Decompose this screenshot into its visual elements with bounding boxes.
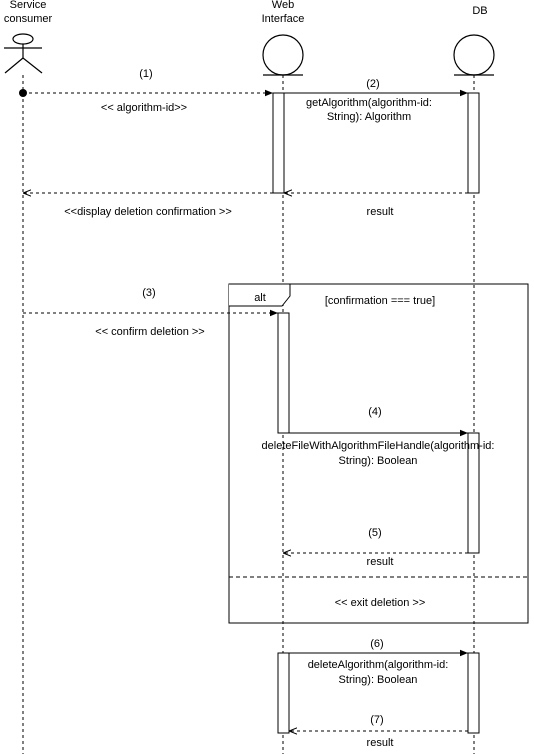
message-3-number: (3) xyxy=(142,287,155,299)
message-1-number: (1) xyxy=(139,68,152,80)
message-4-label-line1: deleteFileWithAlgorithmFileHandle(algori… xyxy=(262,440,495,452)
alt-operator-tab xyxy=(229,283,291,307)
entity-icon xyxy=(453,34,495,76)
db-activation-bar xyxy=(467,432,480,554)
message-6-number: (6) xyxy=(370,638,383,650)
message-5-label: result xyxy=(367,556,394,568)
message-7[interactable]: (7) result xyxy=(289,714,468,749)
web-interface-label-line2: Interface xyxy=(262,13,305,25)
consumer-participant[interactable]: Service consumer xyxy=(4,0,53,74)
db-activation-bar xyxy=(467,92,480,194)
db-label: DB xyxy=(472,5,487,17)
alt-guard-label: [confirmation === true] xyxy=(325,295,435,307)
message-4[interactable]: (4) deleteFileWithAlgorithmFileHandle(al… xyxy=(262,406,495,467)
web-interface-participant[interactable]: Web Interface xyxy=(262,0,305,76)
consumer-label-line2: consumer xyxy=(4,13,53,25)
entity-icon xyxy=(262,34,304,76)
message-4-label-line2: String): Boolean xyxy=(339,455,418,467)
actor-icon xyxy=(4,33,43,74)
message-7-number: (7) xyxy=(370,714,383,726)
return-db-result[interactable]: result xyxy=(284,193,468,218)
message-2-number: (2) xyxy=(366,78,379,90)
alt-else-label: << exit deletion >> xyxy=(335,597,426,609)
alt-fragment[interactable]: alt [confirmation === true] << exit dele… xyxy=(228,283,529,624)
alt-fragment-frame xyxy=(228,283,529,624)
db-participant[interactable]: DB xyxy=(453,5,495,76)
message-2[interactable]: (2) getAlgorithm(algorithm-id: String): … xyxy=(284,78,468,123)
web-activation-bar xyxy=(272,92,285,194)
message-6[interactable]: (6) deleteAlgorithm(algorithm-id: String… xyxy=(289,638,468,686)
message-2-label-line2: String): Algorithm xyxy=(327,111,411,123)
message-6-label-line2: String): Boolean xyxy=(339,674,418,686)
return-display-label: <<display deletion confirmation >> xyxy=(64,206,232,218)
return-display-confirmation[interactable]: <<display deletion confirmation >> xyxy=(23,193,273,218)
message-3-label: << confirm deletion >> xyxy=(95,326,204,338)
consumer-label-line1: Service xyxy=(10,0,47,11)
message-2-label-line1: getAlgorithm(algorithm-id: xyxy=(306,97,432,109)
web-activation-bar xyxy=(277,312,290,434)
message-7-label: result xyxy=(367,737,394,749)
web-interface-label-line1: Web xyxy=(272,0,294,11)
message-3[interactable]: (3) << confirm deletion >> xyxy=(23,287,278,338)
message-4-number: (4) xyxy=(368,406,381,418)
return-db-label: result xyxy=(367,206,394,218)
db-activation-bar xyxy=(467,652,480,734)
message-1[interactable]: (1) << algorithm-id>> xyxy=(19,68,273,114)
message-5-number: (5) xyxy=(368,527,381,539)
message-1-label: << algorithm-id>> xyxy=(101,102,187,114)
message-6-label-line1: deleteAlgorithm(algorithm-id: xyxy=(308,659,449,671)
alt-operator-label: alt xyxy=(254,292,266,304)
web-activation-bar xyxy=(277,652,290,734)
message-5[interactable]: (5) result xyxy=(283,527,468,568)
